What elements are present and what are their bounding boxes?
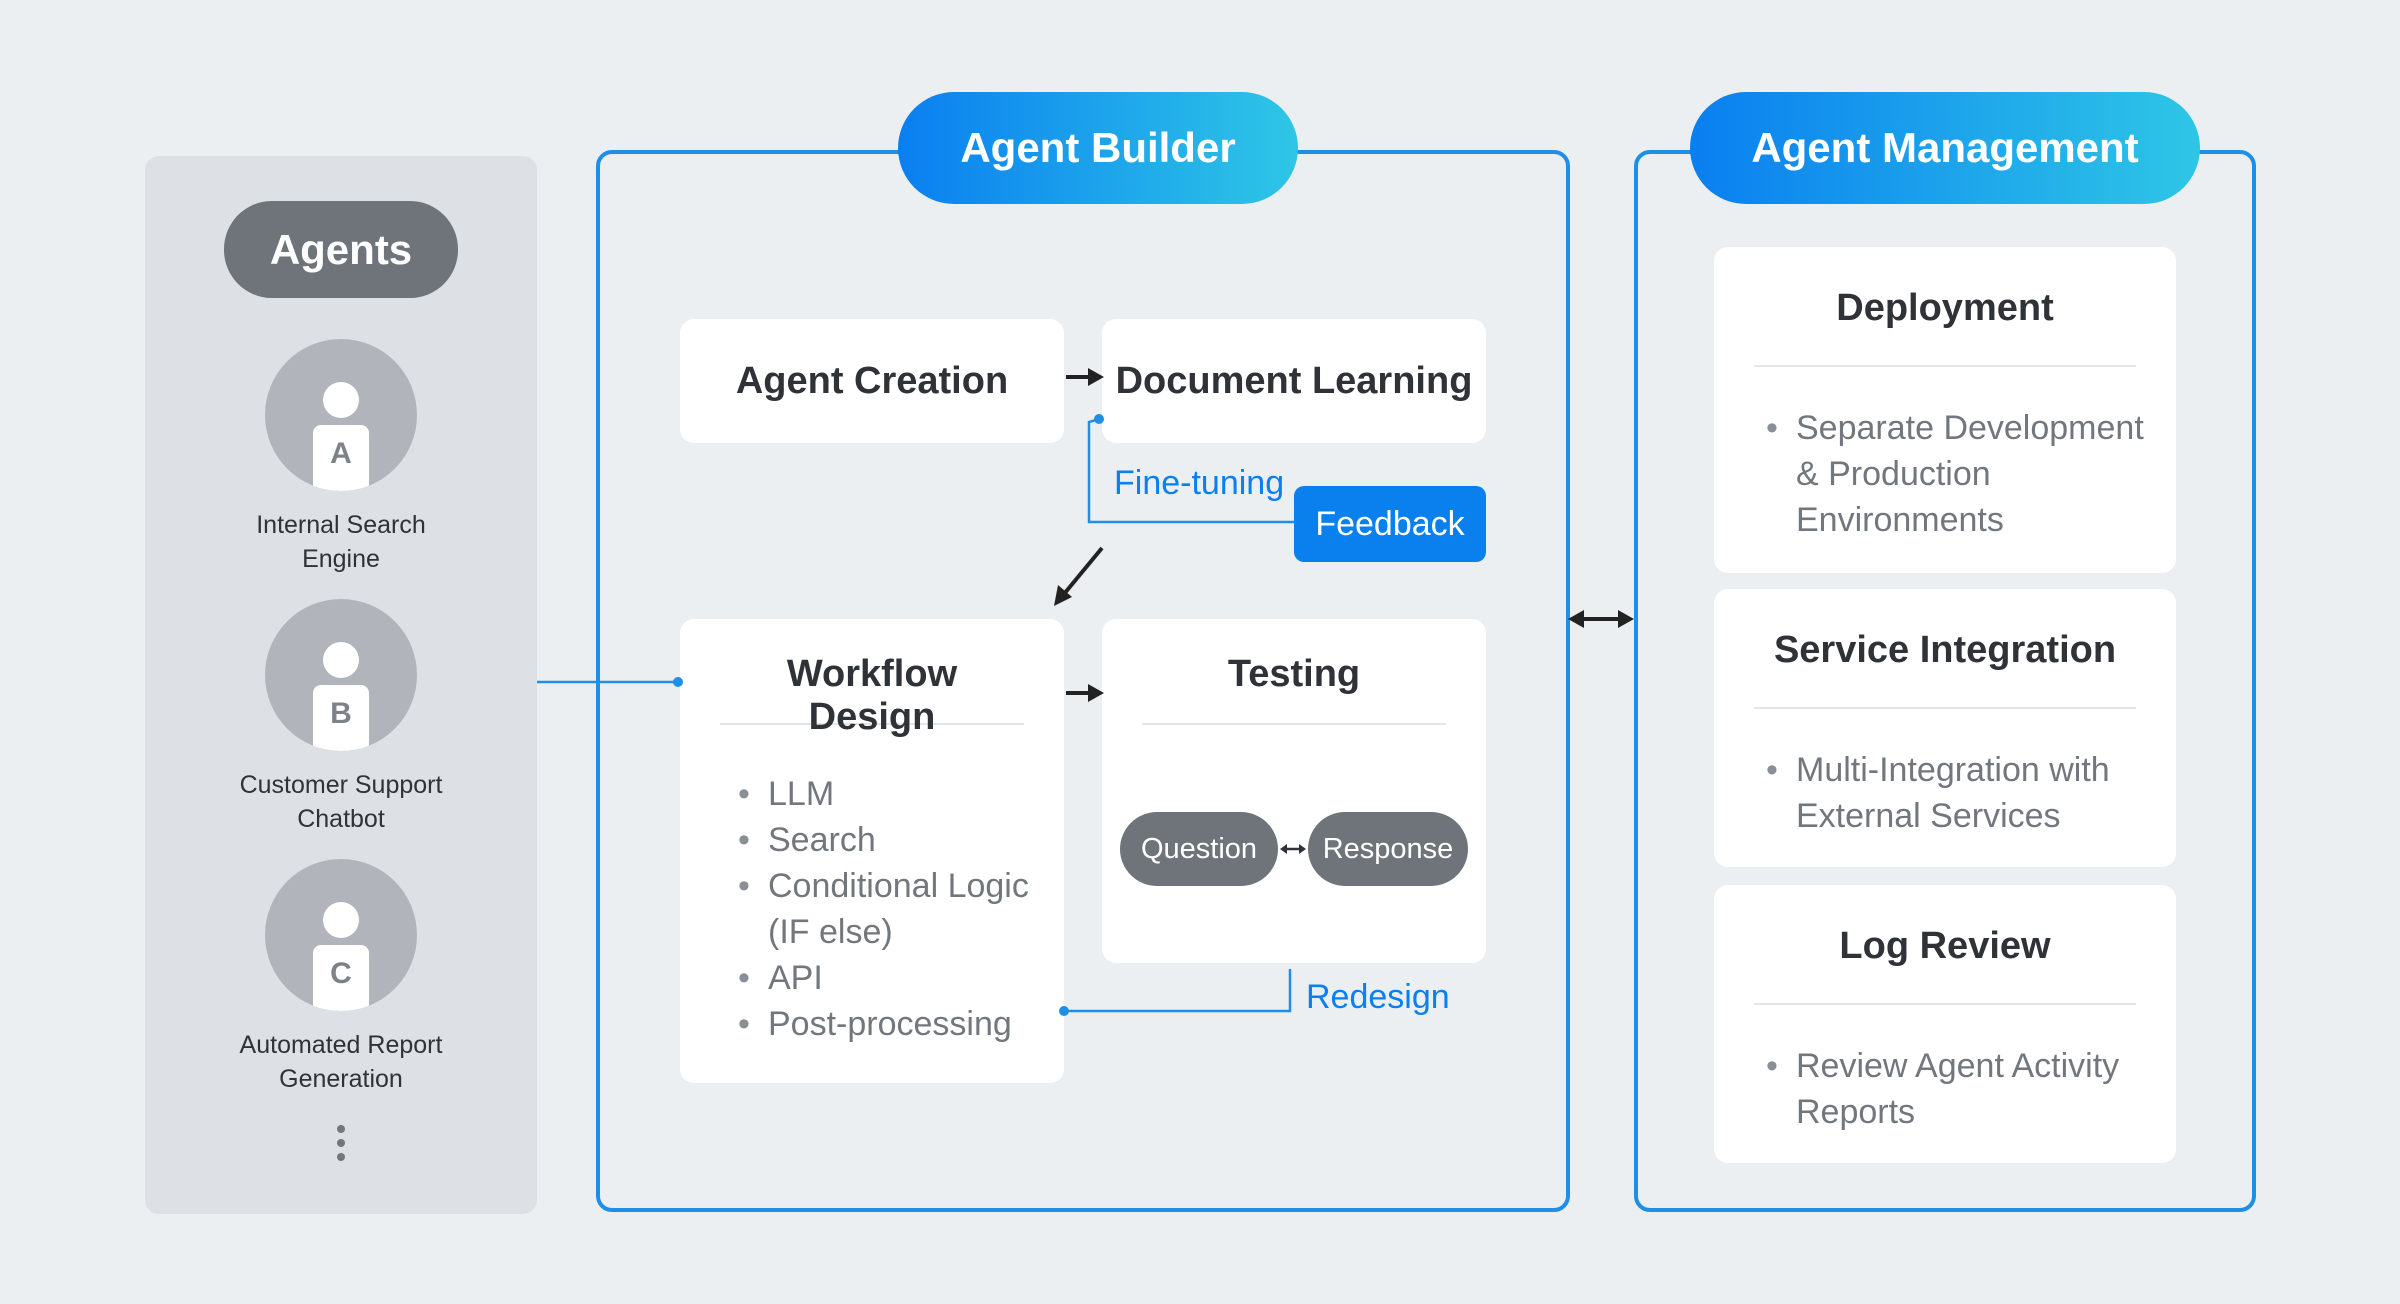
arrow-head-icon <box>1568 610 1584 628</box>
avatar-letter: A <box>313 425 369 491</box>
deployment-list: Separate Development& ProductionEnvironm… <box>1766 405 2144 543</box>
deployment-header: Deployment <box>1754 287 2136 367</box>
avatar-letter: C <box>313 945 369 1011</box>
testing-card[interactable]: Testing Question Response <box>1102 619 1486 963</box>
avatar-head-icon <box>323 642 359 678</box>
avatar-letter: B <box>313 685 369 751</box>
testing-header: Testing <box>1142 653 1446 725</box>
deployment-title: Deployment <box>1836 287 2054 329</box>
log-review-header: Log Review <box>1754 925 2136 1005</box>
agent-creation-title: Agent Creation <box>735 359 1009 402</box>
log-review-title: Log Review <box>1839 925 2051 967</box>
workflow-design-card[interactable]: Workflow Design LLM Search Conditional L… <box>680 619 1064 1083</box>
workflow-design-list: LLM Search Conditional Logic(IF else) AP… <box>738 771 1029 1047</box>
workflow-design-title: Workflow Design <box>786 653 958 738</box>
list-item: Post-processing <box>738 1001 1029 1047</box>
list-item: LLM <box>738 771 1029 817</box>
agent-label-c: Automated Report Generation <box>239 1031 443 1093</box>
feedback-box[interactable]: Feedback <box>1294 486 1486 562</box>
double-arrow-icon <box>1280 844 1306 854</box>
service-integration-card[interactable]: Service Integration Multi-Integration wi… <box>1714 589 2176 867</box>
agent-avatar-c[interactable]: C <box>265 859 417 1011</box>
agent-label-a: Internal Search Engine <box>256 511 426 573</box>
service-integration-header: Service Integration <box>1754 629 2136 709</box>
service-integration-title: Service Integration <box>1773 629 2117 671</box>
agent-creation-card[interactable]: Agent Creation <box>680 319 1064 443</box>
question-pill[interactable]: Question <box>1120 812 1278 886</box>
document-learning-card[interactable]: Document Learning <box>1102 319 1486 443</box>
agent-avatar-b[interactable]: B <box>265 599 417 751</box>
workflow-design-header: Workflow Design <box>720 653 1024 738</box>
deployment-card[interactable]: Deployment Separate Development& Product… <box>1714 247 2176 573</box>
list-item: Conditional Logic(IF else) <box>738 863 1029 955</box>
agent-builder-title: Agent Builder <box>898 92 1298 204</box>
response-pill[interactable]: Response <box>1308 812 1468 886</box>
agent-avatar-a[interactable]: A <box>265 339 417 491</box>
avatar-head-icon <box>323 382 359 418</box>
agent-management-title: Agent Management <box>1690 92 2200 204</box>
testing-title: Testing <box>1227 653 1361 695</box>
list-item: Separate Development& ProductionEnvironm… <box>1766 405 2144 543</box>
document-learning-title: Document Learning <box>1115 359 1473 402</box>
list-item: Search <box>738 817 1029 863</box>
redesign-label: Redesign <box>1306 978 1450 1016</box>
agents-title: Agents <box>224 201 458 298</box>
fine-tuning-label: Fine-tuning <box>1114 464 1285 502</box>
avatar-head-icon <box>323 902 359 938</box>
more-vertical-icon[interactable] <box>336 1125 346 1161</box>
arrow-head-icon <box>1618 610 1634 628</box>
list-item: API <box>738 955 1029 1001</box>
agent-label-b: Customer Support Chatbot <box>239 771 443 833</box>
